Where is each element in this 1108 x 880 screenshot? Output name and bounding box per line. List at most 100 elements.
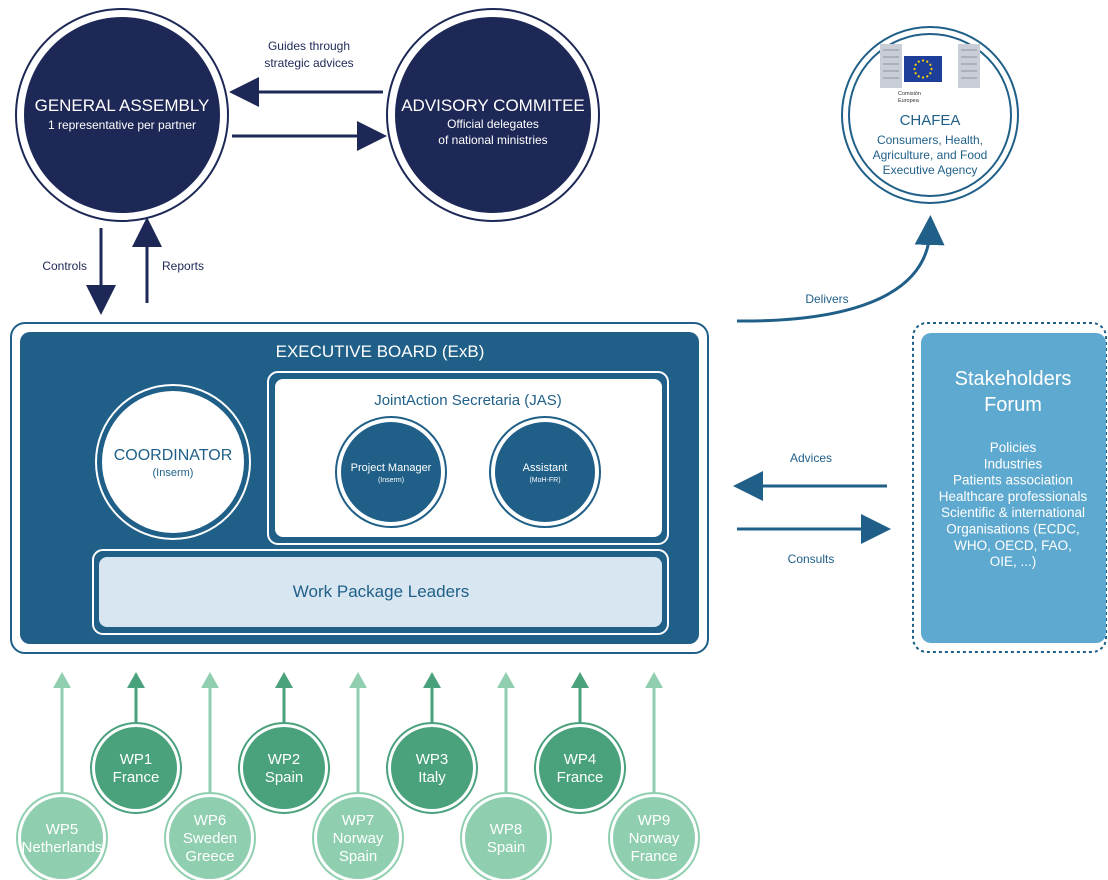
wp-country: Spain: [339, 848, 377, 865]
assistant-title: Assistant: [523, 462, 568, 474]
advisory-committee-ring: [386, 8, 600, 222]
reports-label: Reports: [162, 259, 204, 273]
chafea-line1: Consumers, Health,: [877, 133, 983, 147]
wp-circle: [317, 797, 399, 879]
jas-title: JointAction Secretaria (JAS): [374, 392, 562, 409]
stakeholder-item: Policies: [990, 440, 1037, 455]
project-manager-subtitle: (Inserm): [378, 477, 404, 484]
wp-leaders-panel: [99, 557, 662, 627]
eu-star: [929, 72, 932, 75]
executive-board-title: EXECUTIVE BOARD (ExB): [276, 342, 485, 361]
stakeholder-item: Scientific & international: [941, 505, 1085, 520]
consults-label: Consults: [788, 552, 835, 566]
wp-name: WP1: [120, 751, 153, 768]
eu-star: [917, 60, 920, 63]
wp-country: Norway: [333, 830, 384, 847]
wp-name: WP9: [638, 812, 671, 829]
wp-arrow-head: [53, 672, 71, 688]
wp-arrow-head: [275, 672, 293, 688]
wp-country: Sweden: [183, 830, 237, 847]
stakeholder-item: WHO, OECD, FAO,: [954, 538, 1072, 553]
wp-arrow-head: [645, 672, 663, 688]
stakeholder-item: Patients association: [953, 473, 1073, 488]
eu-star: [913, 67, 916, 71]
chafea-line3: Executive Agency: [883, 163, 978, 177]
coordinator-ring: [95, 384, 251, 540]
wp-arrow-head: [571, 672, 589, 688]
work-packages: WP5NetherlandsWP1FranceWP6SwedenGreeceWP…: [16, 672, 700, 880]
eu-star: [914, 72, 917, 75]
general-assembly: GENERAL ASSEMBLY 1 representative per pa…: [15, 8, 229, 222]
wp-circle: [95, 727, 177, 809]
wp-arrow-head: [497, 672, 515, 688]
wp-arrow-head: [201, 672, 219, 688]
eu-star: [917, 75, 920, 78]
wp-country: France: [631, 848, 678, 865]
stakeholder-item: Organisations (ECDC,: [946, 522, 1080, 537]
logo-caption-2: Europea: [898, 98, 920, 104]
stakeholders-title-2: Forum: [984, 394, 1042, 416]
controls-label: Controls: [42, 259, 87, 273]
coordinator-subtitle: (Inserm): [153, 467, 194, 479]
wp-arrow-head: [349, 672, 367, 688]
general-assembly-subtitle: 1 representative per partner: [48, 118, 196, 132]
wp-name: WP7: [342, 812, 375, 829]
advisory-committee-line2: of national ministries: [438, 133, 547, 147]
wp-leaders-frame: [92, 549, 669, 635]
guides-label-line2: strategic advices: [264, 56, 353, 70]
wp-country: Netherlands: [22, 839, 103, 856]
wp-circle: [539, 727, 621, 809]
eu-star: [914, 63, 917, 66]
stakeholder-item: Healthcare professionals: [939, 489, 1088, 504]
eu-star: [926, 60, 929, 63]
project-manager-ring: [335, 416, 447, 528]
stakeholder-item: Industries: [984, 456, 1043, 471]
chafea-title: CHAFEA: [900, 112, 961, 129]
wp-country: Spain: [487, 839, 525, 856]
advisory-committee-title: ADVISORY COMMITEE: [401, 96, 585, 115]
wp-name: WP6: [194, 812, 227, 829]
assistant-circle: [495, 422, 595, 522]
chafea: Comisión Europea CHAFEA Consumers, Healt…: [841, 26, 1019, 204]
wp-circle: [391, 727, 473, 809]
stakeholder-item: OIE, ...): [990, 554, 1037, 569]
assistant-ring: [489, 416, 601, 528]
delivers-label: Delivers: [805, 292, 848, 306]
stakeholders-title-1: Stakeholders: [955, 368, 1072, 390]
stakeholders-forum: Stakeholders Forum PoliciesIndustriesPat…: [912, 322, 1107, 653]
wp-country: France: [557, 769, 604, 786]
wp-country: Norway: [629, 830, 680, 847]
eu-star: [930, 67, 933, 71]
advisory-committee-circle: [395, 17, 591, 213]
executive-board: EXECUTIVE BOARD (ExB) COORDINATOR (Inser…: [10, 322, 709, 654]
wp-country: Italy: [418, 769, 446, 786]
general-assembly-ring: [15, 8, 229, 222]
wp-country: France: [113, 769, 160, 786]
wp-circle: [21, 797, 103, 879]
wp-name: WP2: [268, 751, 301, 768]
wp-circle: [613, 797, 695, 879]
wp-name: WP5: [46, 821, 79, 838]
general-assembly-circle: [24, 17, 220, 213]
wp-country: Spain: [265, 769, 303, 786]
delivers-arrow: [736, 215, 945, 323]
wp-arrow-head: [127, 672, 145, 688]
chafea-line2: Agriculture, and Food: [873, 148, 988, 162]
wp-arrow-head: [423, 672, 441, 688]
wp-circle: [465, 797, 547, 879]
eu-star: [926, 75, 929, 78]
wp-circle: [243, 727, 325, 809]
jas-frame: [267, 371, 669, 545]
assistant-subtitle: (MoH-FR): [529, 477, 560, 484]
european-commission-logo: [880, 44, 980, 88]
logo-caption-1: Comisión: [898, 91, 921, 97]
wp-country: Greece: [185, 848, 234, 865]
advisory-committee: ADVISORY COMMITEE Official delegates of …: [386, 8, 600, 222]
